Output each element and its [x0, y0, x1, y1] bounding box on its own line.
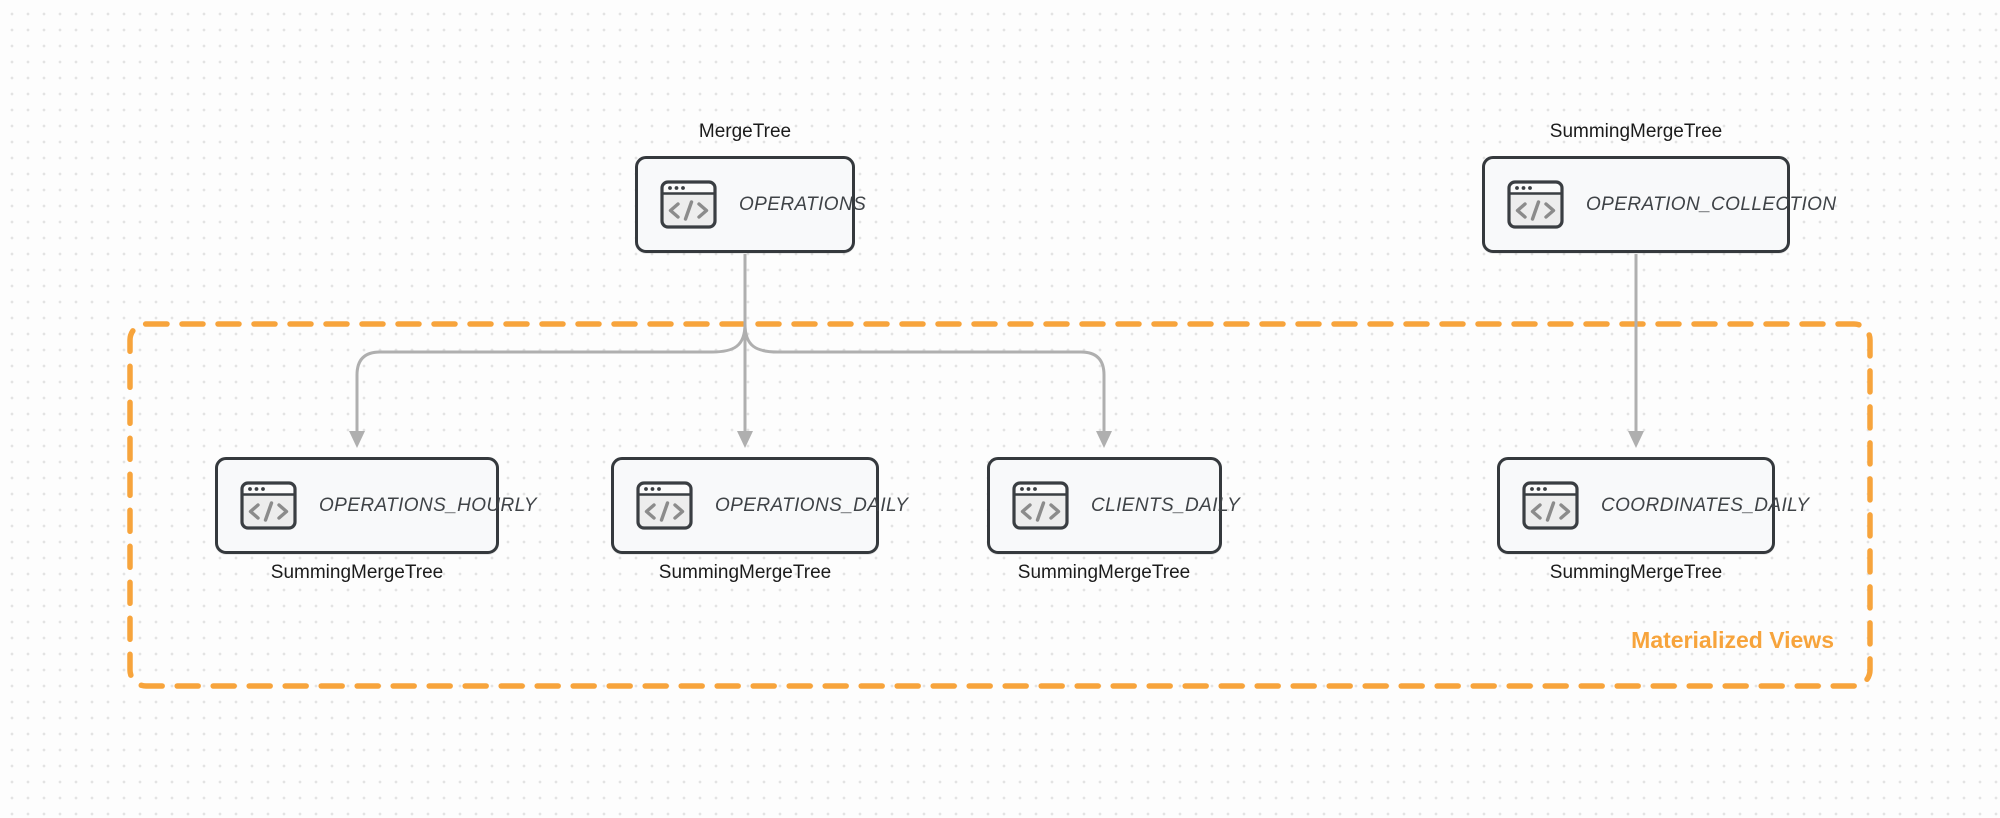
node-coordinates-daily[interactable]: COORDINATES_DAILY [1497, 457, 1809, 554]
code-window-icon [660, 180, 717, 229]
engine-label-operations: MergeTree [698, 121, 792, 142]
code-window-icon [636, 481, 693, 530]
materialized-views-group-label: Materialized Views [1631, 627, 1834, 653]
arrowhead-coordinates-daily [1628, 431, 1644, 448]
node-operations-hourly[interactable]: OPERATIONS_HOURLY [215, 457, 537, 554]
arrow-operations-to-operations-hourly [355, 323, 747, 433]
table-name-operation-collection: OPERATION_COLLECTION [1586, 193, 1837, 215]
table-name-coordinates-daily: COORDINATES_DAILY [1601, 494, 1810, 516]
engine-label-coordinates-daily: SummingMergeTree [1549, 562, 1723, 583]
table-name-operations-daily: OPERATIONS_DAILY [715, 494, 909, 516]
node-operations-daily[interactable]: OPERATIONS_DAILY [611, 457, 908, 554]
code-window-icon [1012, 481, 1069, 530]
engine-label-clients-daily: SummingMergeTree [1017, 562, 1191, 583]
arrowhead-clients-daily [1096, 431, 1112, 448]
arrowhead-operations-hourly [349, 431, 365, 448]
node-operations[interactable]: OPERATIONS [635, 156, 866, 253]
engine-label-operation-collection: SummingMergeTree [1549, 121, 1723, 142]
code-window-icon [1522, 481, 1579, 530]
engine-label-operations-hourly: SummingMergeTree [270, 562, 444, 583]
table-name-operations-hourly: OPERATIONS_HOURLY [319, 494, 537, 516]
engine-label-operations-daily: SummingMergeTree [658, 562, 832, 583]
arrowhead-operations-daily [737, 431, 753, 448]
arrow-operations-to-clients-daily [743, 323, 1106, 433]
node-clients-daily[interactable]: CLIENTS_DAILY [987, 457, 1240, 554]
node-operation-collection[interactable]: OPERATION_COLLECTION [1482, 156, 1836, 253]
table-name-clients-daily: CLIENTS_DAILY [1091, 494, 1241, 516]
code-window-icon [240, 481, 297, 530]
table-name-operations: OPERATIONS [739, 193, 867, 215]
code-window-icon [1507, 180, 1564, 229]
